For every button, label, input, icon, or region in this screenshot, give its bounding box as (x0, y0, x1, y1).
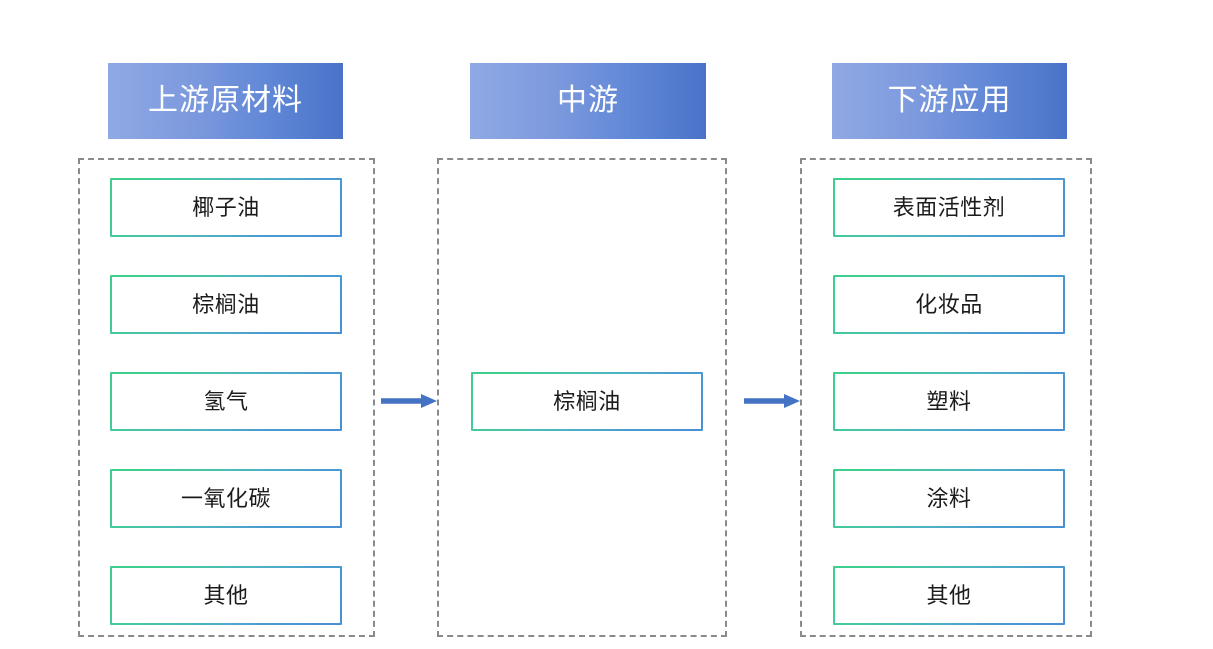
node-upstream-3-inner: 氢气 (112, 374, 340, 429)
node-upstream-4[interactable]: 一氧化碳 (110, 469, 342, 528)
node-label: 棕榈油 (192, 291, 260, 317)
node-label: 化妆品 (915, 291, 983, 317)
node-upstream-3[interactable]: 氢气 (110, 372, 342, 431)
stage-header-upstream: 上游原材料 (108, 63, 343, 139)
node-upstream-2-inner: 棕榈油 (112, 277, 340, 332)
node-label: 其他 (203, 582, 249, 608)
stage-header-label-midstream: 中游 (557, 84, 619, 117)
node-upstream-1[interactable]: 椰子油 (110, 178, 342, 237)
stage-header-label-downstream: 下游应用 (887, 84, 1012, 117)
node-label: 氢气 (203, 388, 249, 414)
node-label: 棕榈油 (553, 388, 621, 414)
node-downstream-1[interactable]: 表面活性剂 (833, 178, 1065, 237)
node-downstream-2[interactable]: 化妆品 (833, 275, 1065, 334)
node-downstream-2-inner: 化妆品 (835, 277, 1063, 332)
node-downstream-3[interactable]: 塑料 (833, 372, 1065, 431)
stage-header-midstream: 中游 (470, 63, 706, 139)
node-upstream-5-inner: 其他 (112, 568, 340, 623)
node-upstream-1-inner: 椰子油 (112, 180, 340, 235)
node-downstream-4-inner: 涂料 (835, 471, 1063, 526)
node-label: 椰子油 (192, 194, 260, 220)
node-upstream-5[interactable]: 其他 (110, 566, 342, 625)
stage-header-label-upstream: 上游原材料 (148, 84, 303, 117)
node-label: 表面活性剂 (892, 194, 1006, 220)
stage-header-downstream: 下游应用 (832, 63, 1067, 139)
node-midstream-1[interactable]: 棕榈油 (471, 372, 703, 431)
node-downstream-1-inner: 表面活性剂 (835, 180, 1063, 235)
arrow-right-icon (744, 393, 800, 409)
node-label: 涂料 (926, 485, 972, 511)
node-label: 塑料 (926, 388, 972, 414)
node-downstream-4[interactable]: 涂料 (833, 469, 1065, 528)
node-upstream-4-inner: 一氧化碳 (112, 471, 340, 526)
arrow-right-icon (381, 393, 437, 409)
node-label: 其他 (926, 582, 972, 608)
node-upstream-2[interactable]: 棕榈油 (110, 275, 342, 334)
node-label: 一氧化碳 (180, 485, 271, 511)
node-downstream-5[interactable]: 其他 (833, 566, 1065, 625)
node-downstream-3-inner: 塑料 (835, 374, 1063, 429)
node-downstream-5-inner: 其他 (835, 568, 1063, 623)
node-midstream-1-inner: 棕榈油 (473, 374, 701, 429)
